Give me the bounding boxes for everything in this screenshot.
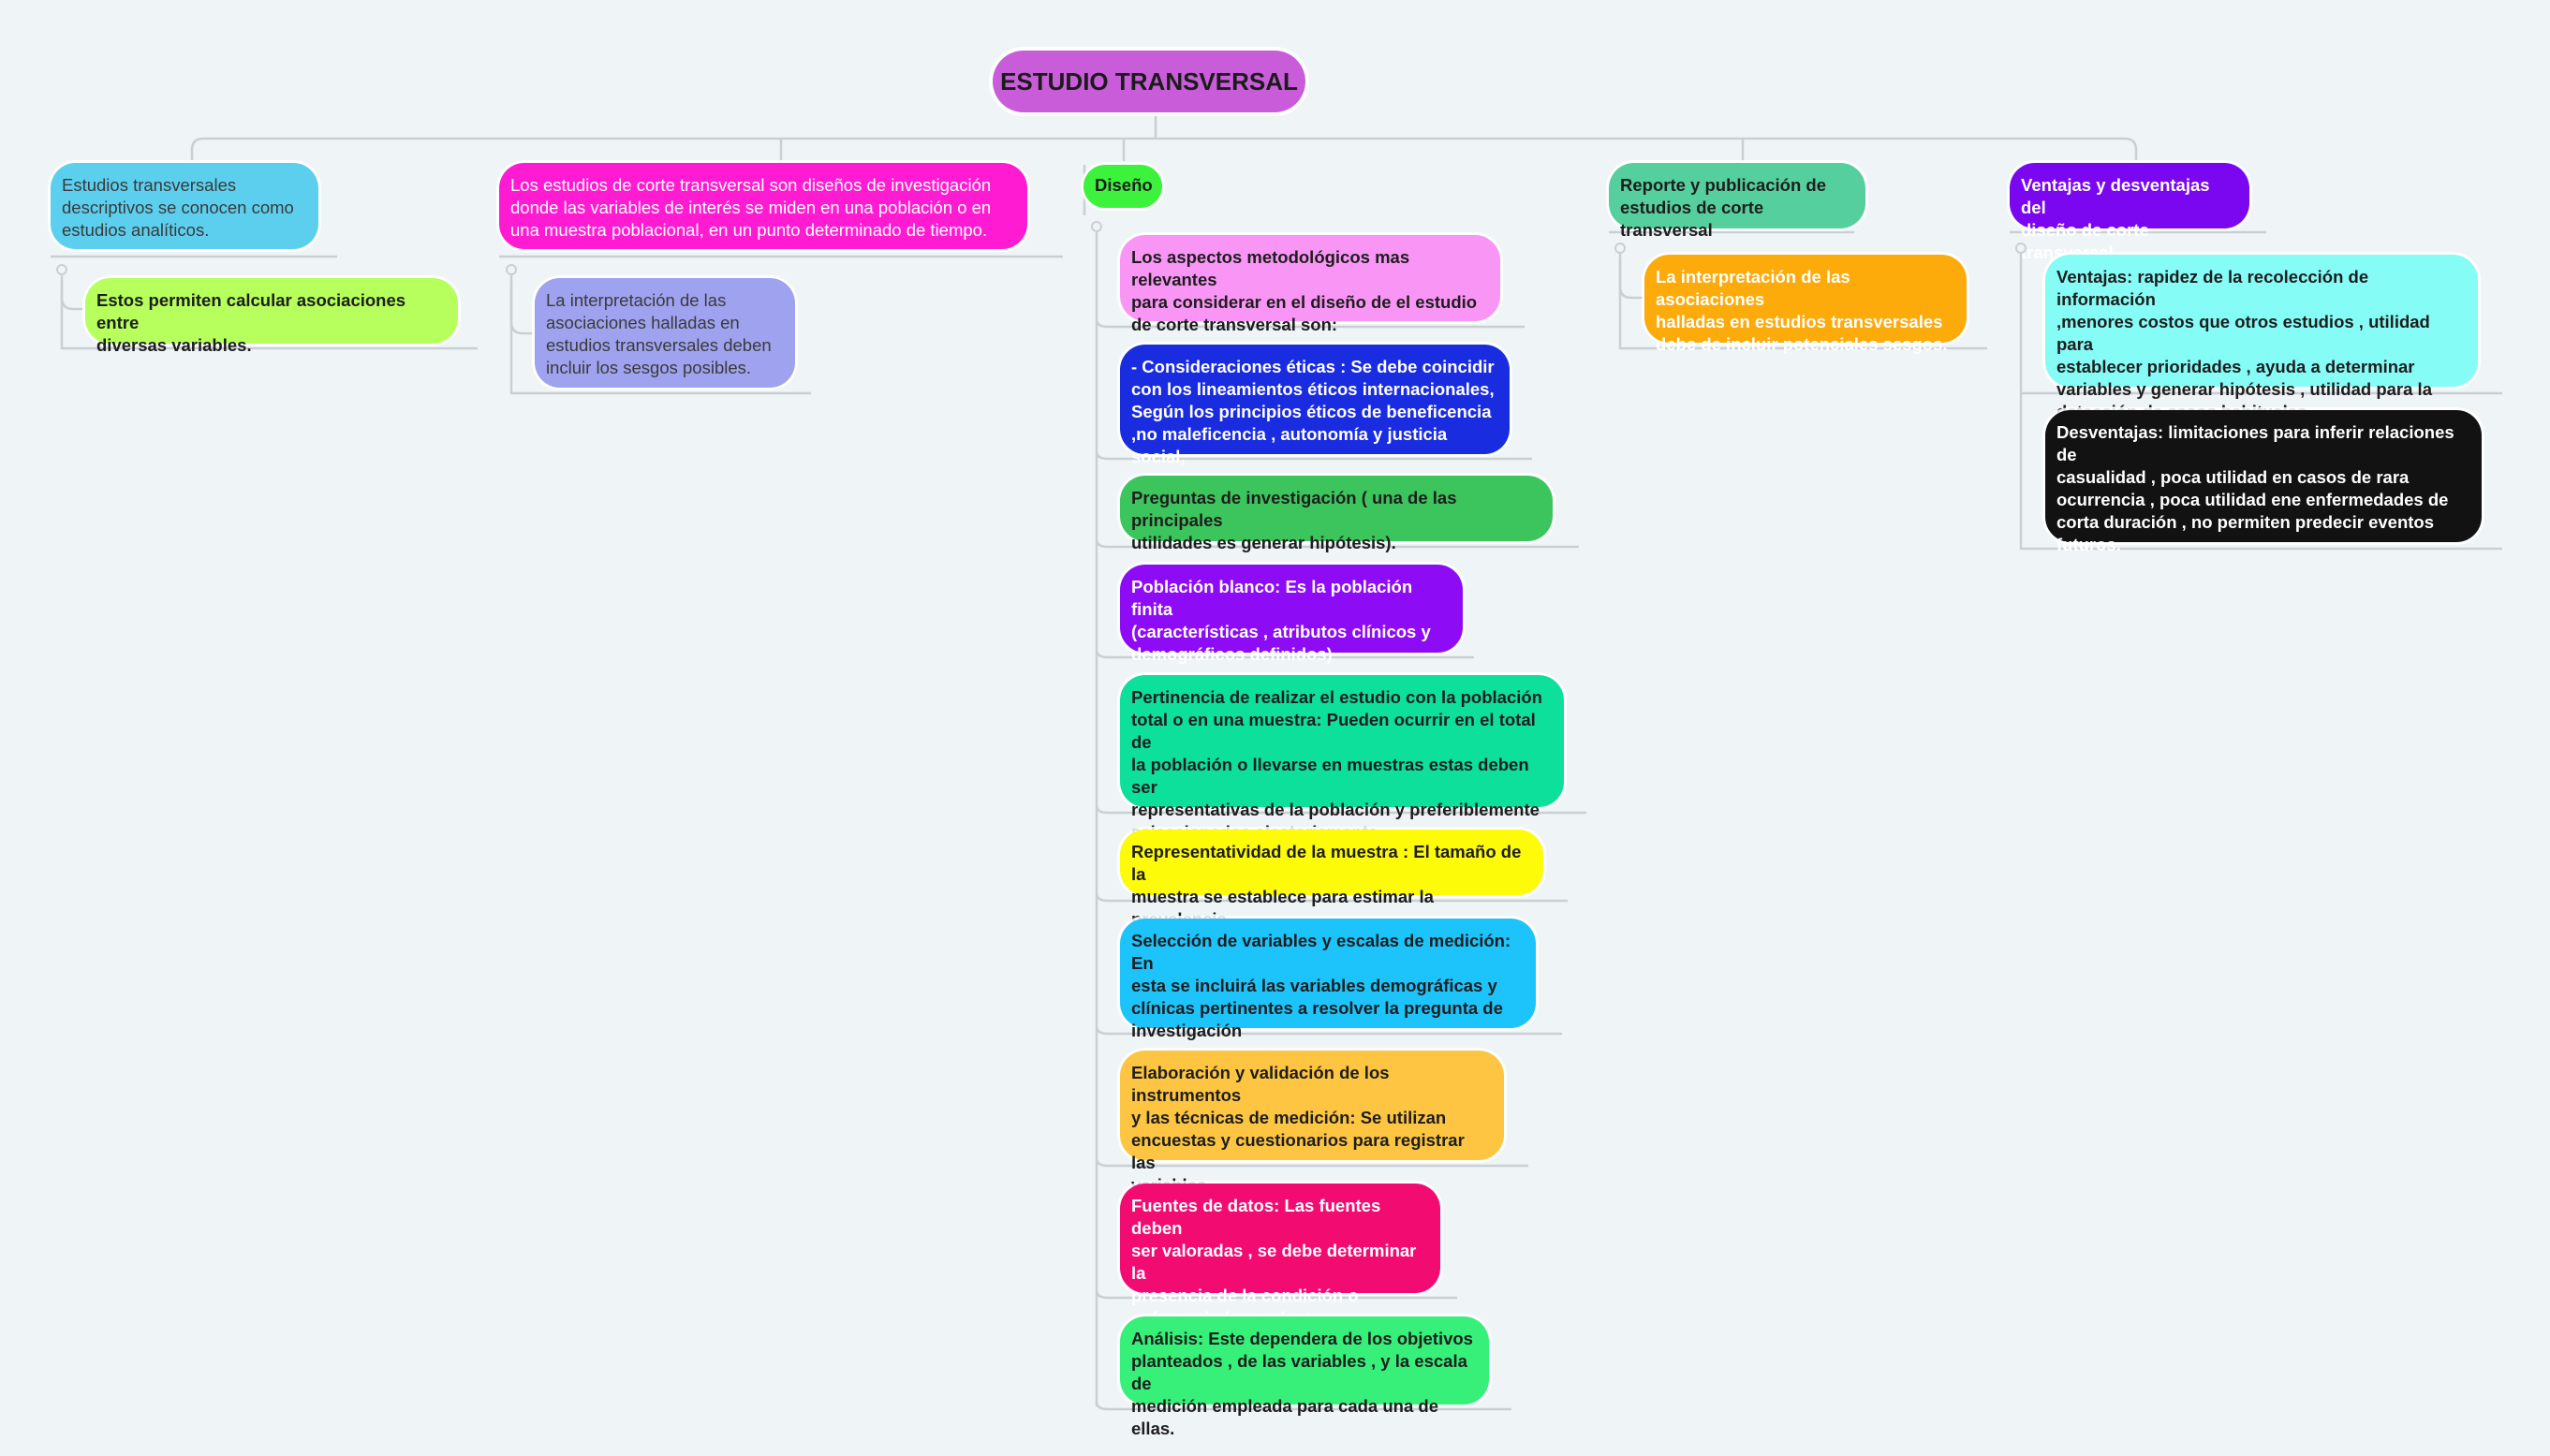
diseno-pertinencia[interactable]: Pertinencia de realizar el estudio con l… <box>1120 675 1564 842</box>
connector-line <box>1095 1401 1511 1411</box>
diseno-preguntas[interactable]: Preguntas de investigación ( una de las … <box>1120 476 1553 552</box>
collapse-dot[interactable] <box>2015 243 2027 254</box>
root-label: ESTUDIO TRANSVERSAL <box>1000 66 1298 96</box>
connector-line <box>509 281 534 335</box>
connector-line <box>60 281 84 311</box>
connector-line <box>1095 450 1532 461</box>
branch-ventajas-desventajas[interactable]: Ventajas y desventajas del diseño de cor… <box>2010 163 2249 262</box>
diseno-poblacion-blanco[interactable]: Población blanco: Es la población finita… <box>1120 565 1463 664</box>
connector-line <box>2019 254 2502 551</box>
connector-line <box>1095 1025 1562 1036</box>
connector-line <box>1095 892 1568 903</box>
node-sesgos-posibles[interactable]: La interpretación de las asociaciones ha… <box>535 278 795 388</box>
collapse-dot[interactable] <box>56 264 67 275</box>
diseno-consideraciones-eticas[interactable]: - Consideraciones éticas : Se debe coinc… <box>1120 345 1510 466</box>
connector-line <box>1618 259 1644 300</box>
branch-descriptivos[interactable]: Estudios transversales descriptivos se c… <box>51 163 318 249</box>
connector-line <box>1095 1289 1457 1300</box>
branch-definicion[interactable]: Los estudios de corte transversal son di… <box>499 163 1027 249</box>
collapse-dot[interactable] <box>506 264 517 275</box>
node-potenciales-sesgos[interactable]: La interpretación de las asociaciones ha… <box>1644 255 1967 354</box>
collapse-dot[interactable] <box>1091 221 1102 232</box>
diseno-representatividad[interactable]: Representatividad de la muestra : El tam… <box>1120 830 1543 929</box>
root-topic[interactable]: ESTUDIO TRANSVERSAL <box>993 51 1305 112</box>
node-ventajas[interactable]: Ventajas: rapidez de la recolección de i… <box>2045 255 2478 421</box>
diseno-seleccion-variables[interactable]: Selección de variables y escalas de medi… <box>1120 919 1536 1040</box>
node-asociaciones[interactable]: Estos permiten calcular asociaciones ent… <box>85 278 458 355</box>
connector-line <box>1095 318 1525 329</box>
connector-line <box>1095 804 1586 815</box>
diseno-elaboracion[interactable]: Elaboración y validación de los instrume… <box>1120 1051 1504 1195</box>
branch-reporte[interactable]: Reporte y publicación de estudios de cor… <box>1609 163 1865 240</box>
diseno-fuentes-datos[interactable]: Fuentes de datos: Las fuentes deben ser … <box>1120 1184 1440 1328</box>
connector-line <box>1095 649 1474 659</box>
diseno-aspectos[interactable]: Los aspectos metodológicos mas relevante… <box>1120 235 1500 334</box>
collapse-dot[interactable] <box>1614 243 1626 254</box>
node-desventajas[interactable]: Desventajas: limitaciones para inferir r… <box>2045 410 2482 554</box>
branch-diseno[interactable]: Diseño <box>1083 165 1162 208</box>
diseno-analisis[interactable]: Análisis: Este dependera de los objetivo… <box>1120 1316 1489 1438</box>
connector-line <box>1095 1157 1528 1168</box>
connector-line <box>1095 538 1579 549</box>
connector-line <box>190 137 2138 161</box>
